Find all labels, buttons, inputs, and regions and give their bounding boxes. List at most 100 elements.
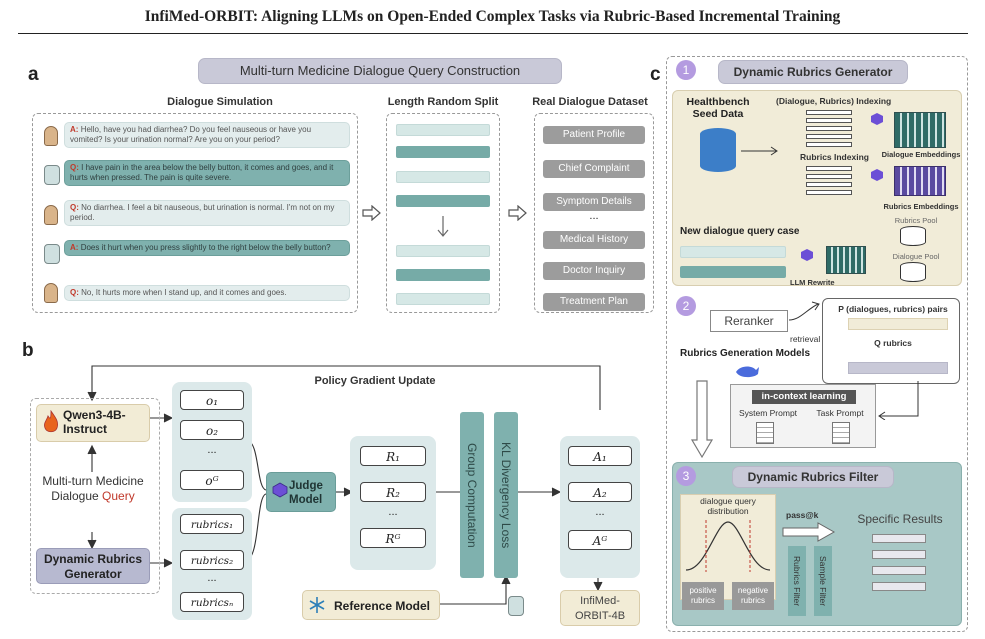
dialogue-bubble-1: A: Hello, have you had diarrhea? Do you … bbox=[64, 122, 350, 148]
pairs-bar bbox=[848, 318, 948, 330]
case-bar bbox=[680, 266, 786, 278]
split-bar bbox=[396, 124, 490, 136]
dialogue-simulation-title: Dialogue Simulation bbox=[167, 96, 273, 108]
dynamic-rubrics-generator-title: Dynamic Rubrics Generator bbox=[718, 60, 908, 84]
index-bar bbox=[806, 166, 852, 171]
icl-title: in-context learning bbox=[752, 390, 856, 404]
dataset-item: Medical History bbox=[543, 231, 645, 249]
length-split-box bbox=[386, 113, 500, 313]
down-arrow-icon bbox=[437, 216, 449, 237]
dataset-ellipsis: ... bbox=[589, 210, 599, 222]
panel-c-box bbox=[666, 56, 968, 632]
dataset-item: Treatment Plan bbox=[543, 293, 645, 311]
length-split-title: Length Random Split bbox=[387, 96, 499, 108]
document-icon bbox=[832, 422, 850, 444]
group-computation: Group Computation bbox=[460, 412, 484, 578]
indexing-2-label: Rubrics Indexing bbox=[800, 152, 869, 162]
rubric-box: rubrics₂ bbox=[180, 550, 244, 570]
dataset-item: Doctor Inquiry bbox=[543, 262, 645, 280]
dialogue-pool-label: Dialogue Pool bbox=[892, 252, 940, 261]
input-box bbox=[30, 398, 160, 594]
sample-filter: Sample Filter bbox=[814, 546, 832, 616]
index-bar bbox=[806, 182, 852, 187]
index-bar bbox=[806, 126, 852, 131]
output-ellipsis: ... bbox=[207, 444, 217, 456]
kl-divergency-loss: KL Divergency Loss bbox=[494, 412, 518, 578]
advantage-box: A₁ bbox=[568, 446, 632, 466]
right-arrow-icon bbox=[508, 205, 527, 221]
right-arrow-icon bbox=[782, 522, 836, 542]
patient-avatar bbox=[44, 283, 58, 303]
snowflake-icon bbox=[309, 597, 325, 613]
infimed-orbit-node[interactable]: InfiMed-ORBIT-4B bbox=[560, 590, 640, 626]
dialogue-bubble-2: Q: I have pain in the area below the bel… bbox=[64, 160, 350, 186]
system-prompt-label: System Prompt bbox=[738, 408, 798, 418]
panel-a-title: Multi-turn Medicine Dialogue Query Const… bbox=[198, 58, 562, 84]
step-2-badge: 2 bbox=[676, 296, 696, 316]
arrow-icon bbox=[741, 146, 778, 156]
robot-icon bbox=[508, 596, 524, 616]
document-icon bbox=[756, 422, 774, 444]
robot-avatar bbox=[44, 165, 60, 185]
llm-rewrite-label: LLM Rewrite bbox=[790, 278, 835, 287]
split-bar bbox=[396, 245, 490, 257]
rubrics-pool-label: Rubrics Pool bbox=[894, 216, 938, 225]
q-rubrics-bar bbox=[848, 362, 948, 374]
generation-models-label: Rubrics Generation Models bbox=[680, 348, 811, 359]
index-bar bbox=[806, 174, 852, 179]
reward-box: Rᴳ bbox=[360, 528, 426, 548]
index-bar bbox=[806, 134, 852, 139]
result-bar bbox=[872, 550, 926, 559]
dataset-item: Chief Complaint bbox=[543, 160, 645, 178]
dialogue-embeddings-grid bbox=[894, 112, 946, 148]
policy-gradient-title: Policy Gradient Update bbox=[314, 375, 436, 387]
q-rubrics-label: Q rubrics bbox=[874, 338, 912, 348]
pairs-label: P (dialogues, rubrics) pairs bbox=[838, 304, 948, 314]
retrieval-label: retrieval bbox=[790, 334, 821, 344]
result-bar bbox=[872, 566, 926, 575]
output-box: oᴳ bbox=[180, 470, 244, 490]
right-arrow-icon bbox=[362, 205, 381, 221]
advantage-box: Aᴳ bbox=[568, 530, 632, 550]
return-arrow-icon bbox=[878, 381, 919, 420]
index-bar bbox=[806, 190, 852, 195]
index-bar bbox=[806, 118, 852, 123]
index-bar bbox=[806, 110, 852, 115]
arrow-icon bbox=[788, 301, 820, 321]
case-bar bbox=[680, 246, 786, 258]
specific-results-label: Specific Results bbox=[857, 512, 943, 526]
down-arrow-icon bbox=[690, 380, 714, 459]
panel-b-label: b bbox=[22, 340, 34, 361]
result-bar bbox=[872, 582, 926, 591]
reference-model-node[interactable]: Reference Model bbox=[302, 590, 440, 620]
fire-icon bbox=[44, 410, 59, 433]
robot-avatar bbox=[44, 244, 60, 264]
output-box: o₁ bbox=[180, 390, 244, 410]
split-bar bbox=[396, 171, 490, 183]
new-case-label: New dialogue query case bbox=[680, 226, 800, 237]
output-box: o₂ bbox=[180, 420, 244, 440]
split-bar bbox=[396, 146, 490, 158]
split-bar bbox=[396, 293, 490, 305]
advantage-box: A₂ bbox=[568, 482, 632, 502]
pass-at-k-label: pass@k bbox=[786, 510, 819, 520]
query-node: Multi-turn Medicine Dialogue Query bbox=[42, 474, 144, 503]
reranker-node[interactable]: Reranker bbox=[710, 310, 788, 332]
panel-c-label: c bbox=[650, 64, 661, 85]
dialogue-bubble-4: A: Does it hurt when you press slightly … bbox=[64, 240, 350, 256]
dialogue-embeddings-label: Dialogue Embeddings bbox=[881, 150, 961, 159]
rubric-box: rubricsₙ bbox=[180, 592, 244, 612]
rubric-ellipsis: ... bbox=[207, 572, 217, 584]
step-3-badge: 3 bbox=[676, 466, 696, 486]
reward-box: R₁ bbox=[360, 446, 426, 466]
dataset-item: Symptom Details bbox=[543, 193, 645, 211]
dialogue-bubble-5: Q: No, It hurts more when I stand up, an… bbox=[64, 285, 350, 301]
dialogue-pool-icon bbox=[900, 262, 926, 282]
index-bar bbox=[806, 142, 852, 147]
dialogue-bubble-3: Q: No diarrhea. I feel a bit nauseous, b… bbox=[64, 200, 350, 226]
